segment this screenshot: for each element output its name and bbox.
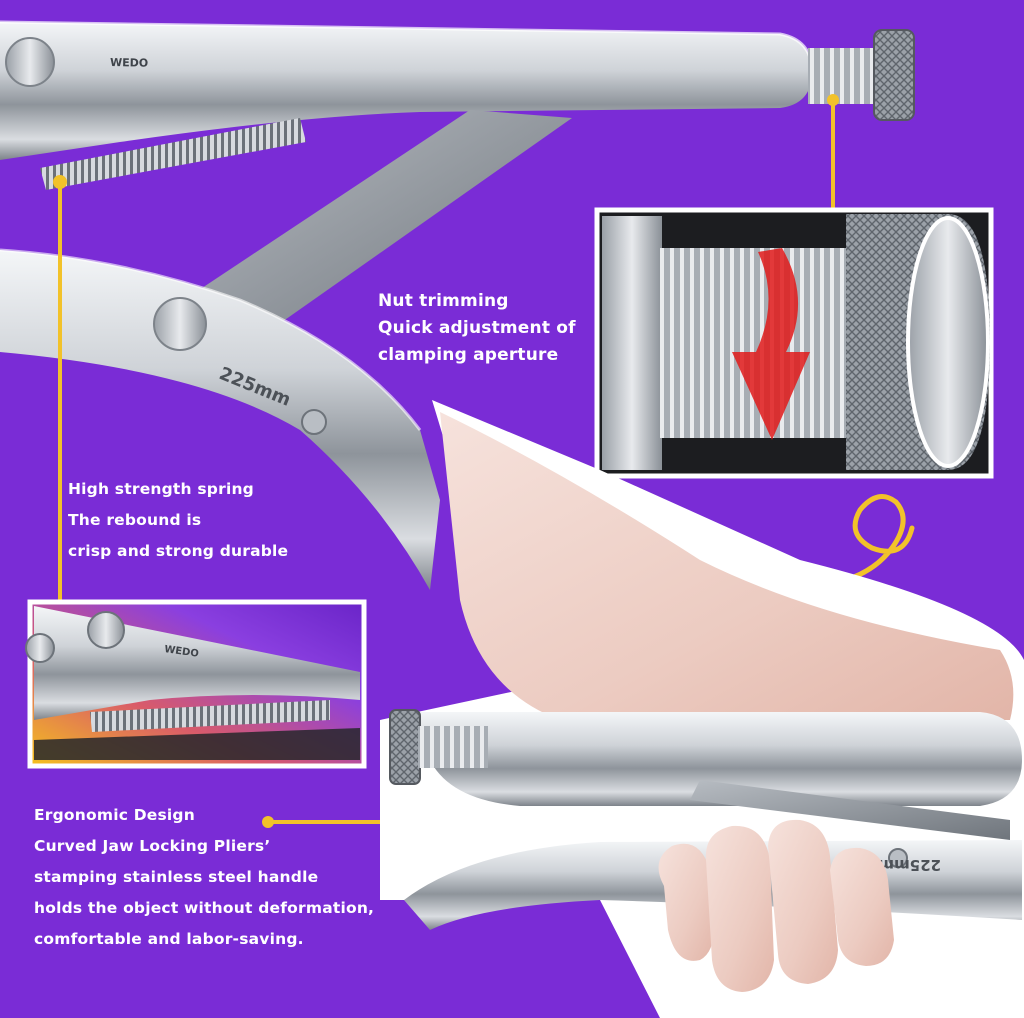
brand-stamp: WEDO [110,56,148,70]
adjusting-screw [808,29,915,121]
ergo-callout-line-5: comfortable and labor-saving. [34,930,304,948]
nut-callout-line-1: Nut trimming [378,291,509,311]
ergo-callout-line-2: Curved Jaw Locking Pliers’ [34,837,271,855]
ergonomic-design-callout: Ergonomic Design Curved Jaw Locking Plie… [34,800,374,955]
inset-brand-stamp: WEDO [164,644,200,660]
spring-closeup-inset: WEDO [25,599,367,769]
upper-handle [0,20,814,160]
connecting-bar [196,110,572,336]
swirl-decoration [843,494,915,583]
ergo-callout-line-1: Ergonomic Design [34,806,195,824]
ergo-callout-line-4: holds the object without deformation, [34,899,375,917]
rotation-arrow-icon [732,248,810,440]
spring-callout-line-2: The rebound is [68,511,202,529]
nut-trimming-callout: Nut trimming Quick adjustment of clampin… [378,288,576,369]
handle-size-stamp: 225mm [878,856,941,874]
hand-holding-pliers: 225mm [380,400,1024,1018]
spring-callout-line-3: crisp and strong durable [68,542,289,560]
nut-callout-line-2: Quick adjustment of [378,318,576,338]
nut-callout-line-3: clamping aperture [378,345,559,365]
spring-callout: High strength spring The rebound is cris… [68,474,288,567]
nut-closeup-inset [594,207,994,479]
spring-callout-line-1: High strength spring [68,480,254,498]
spring [40,118,306,190]
ergo-callout-line-3: stamping stainless steel handle [34,868,319,886]
